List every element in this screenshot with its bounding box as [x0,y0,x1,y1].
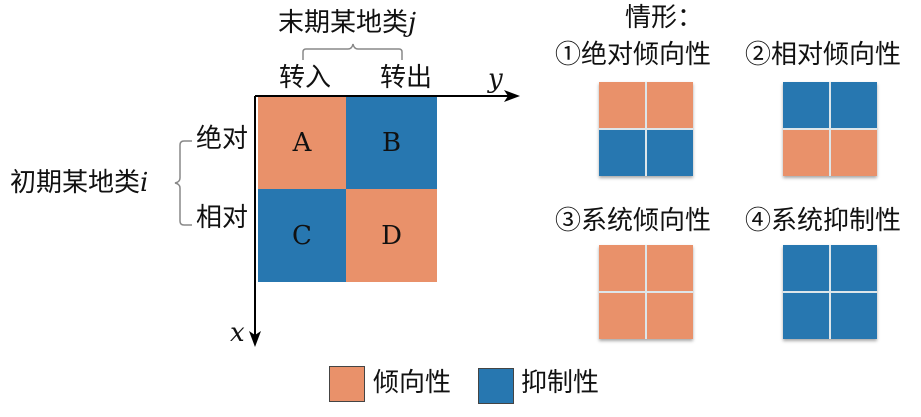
case-cell-inhibition [599,130,645,176]
cases-title: 情形： [625,3,704,33]
case-cell-inhibition [831,82,877,128]
y-axis-label: y [488,64,503,94]
case-cell-inhibition [831,293,877,339]
case-label-3: ③系统倾向性 [555,206,712,236]
case-cell-tendency [647,293,693,339]
final-land-class-label: 末期某地类j [278,8,417,38]
case-cell-tendency [599,245,645,291]
case-cell-tendency [783,130,829,176]
cell-label: A [292,128,312,158]
column-transfer-in: 转入 [279,63,332,93]
initial-land-class-label: 初期某地类i [10,168,149,198]
cell-label: D [381,220,402,251]
case-label-2: ②相对倾向性 [745,40,902,70]
legend-label-tendency: 倾向性 [373,368,452,398]
left-brace [174,140,192,226]
row-relative: 相对 [196,203,249,233]
case-cell-tendency [599,82,645,128]
case-grid-4 [783,245,877,339]
legend-swatch-tendency [329,366,365,402]
case-label-1: ①绝对倾向性 [555,40,712,70]
case-grid-1 [599,82,693,176]
y-axis-arrow [504,90,520,102]
case-cell-tendency [599,293,645,339]
matrix-cell-b: B [346,97,437,189]
x-axis-label: x [230,318,245,348]
case-cell-inhibition [783,245,829,291]
top-brace [302,43,403,60]
case-grid-3 [599,245,693,339]
case-cell-tendency [647,82,693,128]
cell-label: C [292,220,312,251]
matrix-cell-c: C [258,189,346,282]
column-transfer-out: 转出 [380,63,433,93]
legend-label-inhibition: 抑制性 [521,368,600,398]
case-cell-inhibition [831,245,877,291]
matrix-cell-d: D [346,189,437,282]
x-axis-arrow [249,331,261,347]
matrix-cell-a: A [258,97,346,189]
row-absolute: 绝对 [196,124,249,154]
case-cell-tendency [647,245,693,291]
case-cell-inhibition [783,293,829,339]
cell-label: B [381,128,402,158]
case-cell-inhibition [647,130,693,176]
legend-swatch-inhibition [478,368,514,404]
case-grid-2 [783,82,877,176]
case-cell-tendency [831,130,877,176]
case-label-4: ④系统抑制性 [745,206,902,236]
case-cell-inhibition [783,82,829,128]
